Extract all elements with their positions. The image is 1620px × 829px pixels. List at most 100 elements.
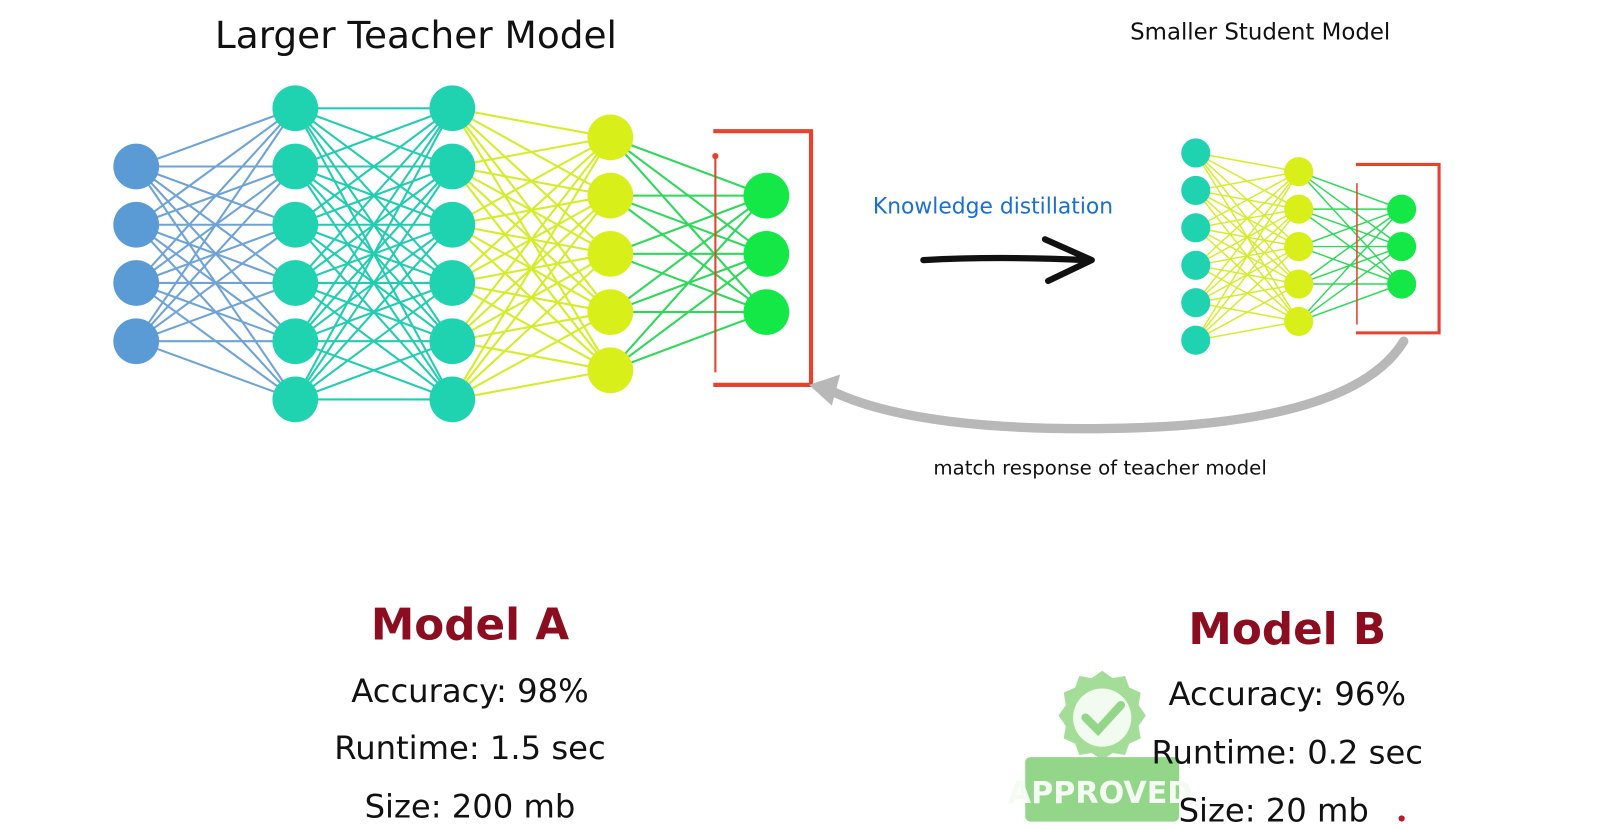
neuron-node <box>1284 232 1314 262</box>
neuron-node <box>1284 269 1314 299</box>
connection <box>452 136 611 168</box>
neuron-node <box>587 289 634 335</box>
neuron-node <box>1181 175 1211 205</box>
neuron-node <box>743 230 790 277</box>
connection <box>135 223 296 343</box>
model-b-title: Model B <box>1188 604 1386 655</box>
neuron-node <box>113 143 160 190</box>
connection <box>294 282 453 401</box>
connection <box>294 107 453 168</box>
connection <box>609 194 767 313</box>
connection <box>1195 171 1300 341</box>
neuron-node <box>272 143 319 190</box>
connection <box>294 107 454 342</box>
neuron-node <box>113 260 160 306</box>
connection <box>1298 283 1402 323</box>
connection <box>452 107 611 139</box>
connection <box>135 107 297 284</box>
neuron-node <box>1181 250 1211 280</box>
connection <box>1195 208 1300 341</box>
neuron-node <box>429 201 476 248</box>
teacher-output-bracket <box>712 129 814 387</box>
connection <box>609 253 767 372</box>
student-title: Smaller Student Model <box>1130 20 1390 46</box>
neuron-node <box>429 260 476 306</box>
connection <box>1195 171 1300 229</box>
neuron-node <box>1387 232 1417 262</box>
neuron-node <box>587 172 634 219</box>
distillation-label: Knowledge distillation <box>873 194 1113 219</box>
distillation-arrow-icon <box>920 236 1095 285</box>
connection <box>1298 208 1403 322</box>
connection <box>135 107 296 168</box>
model-a-card: Model A Accuracy: 98% Runtime: 1.5 sec S… <box>334 600 605 826</box>
neuron-node <box>1284 306 1314 336</box>
connection <box>1298 208 1402 248</box>
neuron-node <box>1284 194 1314 224</box>
connection <box>609 311 767 372</box>
model-b-size: Size: 20 mb <box>1179 792 1369 829</box>
neuron-node <box>429 143 476 190</box>
connection <box>294 224 454 401</box>
connection <box>135 340 296 401</box>
connection <box>1195 152 1299 173</box>
student-network <box>1181 138 1417 355</box>
connection <box>451 311 611 401</box>
neuron-node <box>587 114 634 161</box>
neuron-node <box>1387 194 1417 224</box>
neuron-node <box>743 289 790 335</box>
neuron-node <box>1181 213 1211 243</box>
neuron-node <box>272 260 319 306</box>
neuron-node <box>272 318 319 365</box>
feedback-arrow-icon <box>808 336 1409 434</box>
connection <box>451 253 612 401</box>
connection <box>609 194 767 255</box>
connection <box>1298 208 1403 285</box>
connection <box>135 107 297 342</box>
connection <box>135 281 296 343</box>
connection <box>1298 171 1402 210</box>
model-a-accuracy: Accuracy: 98% <box>351 672 588 710</box>
neuron-node <box>1284 157 1314 187</box>
model-b-card: Model B Accuracy: 96% Runtime: 0.2 sec S… <box>1152 604 1423 829</box>
connection <box>451 136 612 342</box>
teacher-network <box>113 85 790 423</box>
connection <box>451 194 612 401</box>
neuron-node <box>429 85 476 132</box>
connection <box>1195 171 1300 304</box>
connection <box>1195 171 1300 266</box>
connection <box>1195 246 1300 341</box>
model-b-runtime: Runtime: 0.2 sec <box>1152 733 1423 771</box>
connection <box>135 165 297 342</box>
neuron-node <box>743 172 790 219</box>
connection <box>1195 170 1299 192</box>
neuron-node <box>113 318 160 365</box>
connection <box>1195 320 1299 341</box>
model-a-title: Model A <box>371 600 569 651</box>
neuron-node <box>1181 325 1211 355</box>
teacher-title: Larger Teacher Model <box>215 13 617 57</box>
model-b-accuracy: Accuracy: 96% <box>1169 675 1406 713</box>
connection <box>451 136 611 226</box>
connection <box>451 136 612 400</box>
red-dot <box>1398 815 1405 822</box>
neuron-node <box>587 347 634 394</box>
connection <box>452 369 611 401</box>
neuron-node <box>1387 269 1417 299</box>
approved-badge: APPROVED <box>1008 670 1192 822</box>
student-output-bracket <box>1355 162 1441 335</box>
connection <box>1298 245 1403 323</box>
neuron-node <box>587 230 634 277</box>
connection <box>135 107 296 226</box>
neuron-node <box>272 85 319 132</box>
feedback-label: match response of teacher model <box>933 456 1266 479</box>
connection <box>294 107 454 284</box>
connection <box>294 165 454 401</box>
connection <box>1195 283 1300 341</box>
neuron-node <box>1181 288 1211 318</box>
neuron-node <box>1181 138 1211 168</box>
model-a-runtime: Runtime: 1.5 sec <box>334 729 605 767</box>
neuron-node <box>272 376 319 423</box>
neuron-node <box>272 201 319 248</box>
